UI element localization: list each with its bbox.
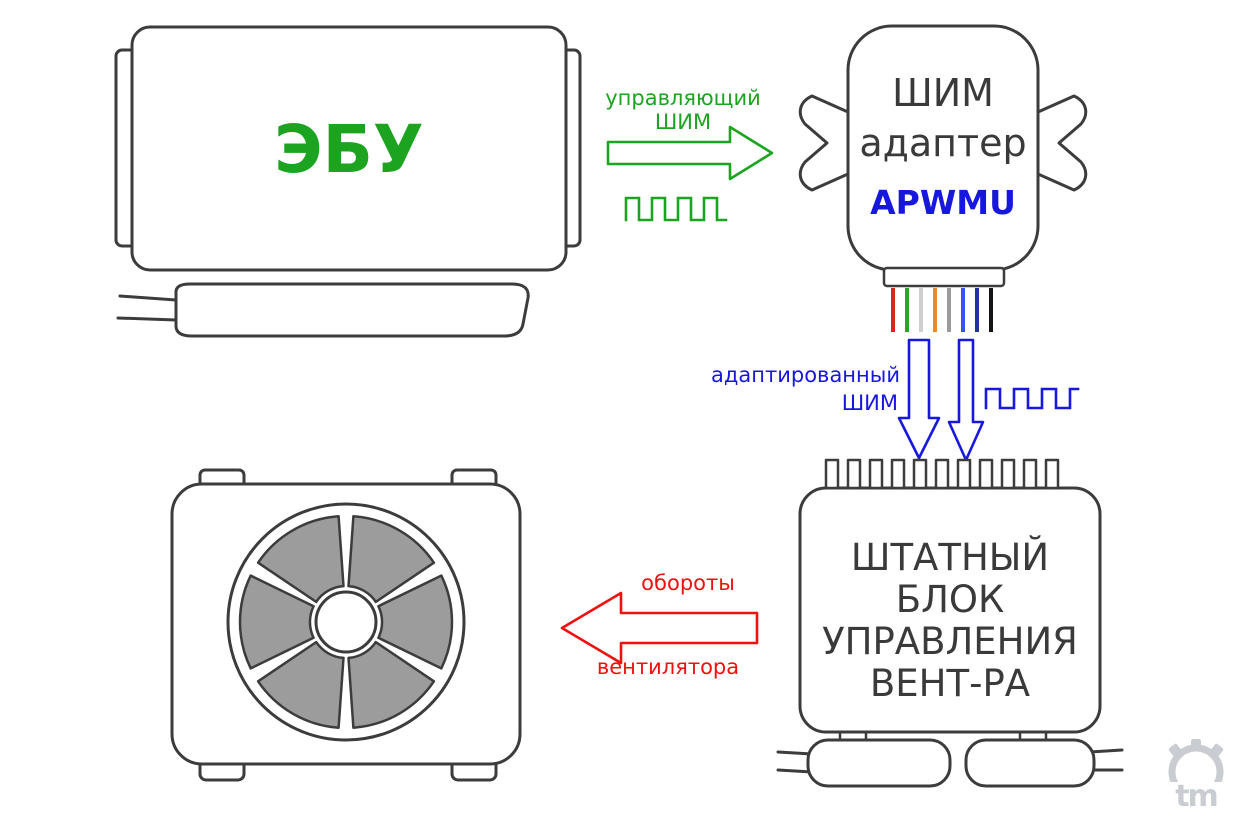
stock-unit-title-line2: БЛОК bbox=[896, 578, 1005, 621]
fan-blade-6 bbox=[256, 515, 345, 604]
stock-unit-connector-right bbox=[964, 738, 1096, 788]
fan-blade-2 bbox=[377, 574, 454, 670]
stock-unit-title-line1: ШТАТНЫЙ bbox=[851, 535, 1049, 579]
fan-blade-5 bbox=[238, 574, 315, 670]
stock-unit-connector-left bbox=[806, 738, 952, 788]
fin-icon bbox=[868, 458, 884, 490]
adapter-title-line2: адаптер bbox=[859, 121, 1026, 165]
fan-blade-4 bbox=[256, 640, 345, 729]
adapted-pwm-label-line2: ШИМ bbox=[842, 391, 898, 415]
adapted-pwm-waveform bbox=[984, 387, 1080, 410]
control-pwm-signal: управляющий ШИМ bbox=[605, 86, 774, 222]
fan-speed-arrow bbox=[560, 591, 759, 665]
fin-icon bbox=[1044, 458, 1060, 490]
adapted-pwm-arrow-left bbox=[897, 338, 941, 460]
fin-icon bbox=[824, 458, 840, 490]
fin-icon bbox=[978, 458, 994, 490]
control-pwm-label-line2: ШИМ bbox=[655, 110, 711, 134]
stock-unit-wire-left-top bbox=[776, 750, 814, 756]
watermark-gear-tooth bbox=[1210, 743, 1224, 757]
fan-speed-signal: обороты вентилятора bbox=[560, 571, 759, 679]
watermark-gear-tooth bbox=[1191, 739, 1201, 749]
watermark-label: tm bbox=[1175, 779, 1217, 814]
adapted-pwm-arrow-right bbox=[947, 338, 985, 462]
fin-icon bbox=[912, 458, 928, 490]
adapter-left-wing bbox=[798, 94, 850, 192]
control-pwm-waveform bbox=[624, 196, 728, 222]
fin-icon bbox=[1000, 458, 1016, 490]
fan-speed-label-line1: обороты bbox=[641, 571, 735, 595]
watermark-logo: tm bbox=[1166, 739, 1226, 814]
stock-control-unit: ШТАТНЫЙ БЛОК УПРАВЛЕНИЯ ВЕНТ-РА bbox=[776, 458, 1124, 788]
radiator-fan bbox=[170, 468, 522, 782]
adapter-right-wing bbox=[1036, 94, 1088, 192]
adapter-wire-bundle bbox=[891, 288, 993, 332]
stock-unit-wire-right-top bbox=[1088, 748, 1124, 754]
fin-icon bbox=[846, 458, 862, 490]
stock-unit-title-line4: ВЕНТ-РА bbox=[870, 662, 1030, 705]
adapted-pwm-signal: адаптированный ШИМ bbox=[711, 338, 1080, 462]
fin-icon bbox=[956, 458, 972, 490]
ecu-label: ЭБУ bbox=[274, 111, 424, 188]
stock-unit-wire-left-bottom bbox=[776, 768, 814, 774]
adapted-pwm-label-line1: адаптированный bbox=[711, 363, 900, 387]
adapter-title-line1: ШИМ bbox=[892, 71, 994, 115]
fin-icon bbox=[1022, 458, 1038, 490]
stock-unit-body bbox=[798, 486, 1102, 734]
ecu-body bbox=[130, 25, 568, 272]
fin-icon bbox=[890, 458, 906, 490]
stock-unit-fins bbox=[824, 458, 1060, 490]
watermark-gear-tooth bbox=[1168, 743, 1182, 757]
stock-unit-title-line3: УПРАВЛЕНИЯ bbox=[822, 620, 1078, 663]
ecu-connector-wire-bottom bbox=[116, 316, 178, 322]
ecu-connector bbox=[174, 282, 530, 338]
ecu-unit: ЭБУ bbox=[114, 25, 582, 338]
fan-blade-3 bbox=[347, 640, 436, 729]
fan-hub bbox=[314, 590, 378, 654]
control-pwm-arrow bbox=[606, 125, 774, 181]
watermark-text-backing bbox=[1166, 782, 1226, 810]
adapter-model-label: APWMU bbox=[870, 183, 1016, 222]
fan-blades bbox=[238, 515, 454, 729]
adapter-connector bbox=[882, 266, 1006, 288]
pwm-adapter: ШИМ адаптер APWMU bbox=[798, 24, 1088, 332]
fan-blade-1 bbox=[347, 515, 436, 604]
ecu-connector-wire-top bbox=[118, 294, 178, 302]
control-pwm-label-line1: управляющий bbox=[605, 86, 761, 110]
fin-icon bbox=[934, 458, 950, 490]
